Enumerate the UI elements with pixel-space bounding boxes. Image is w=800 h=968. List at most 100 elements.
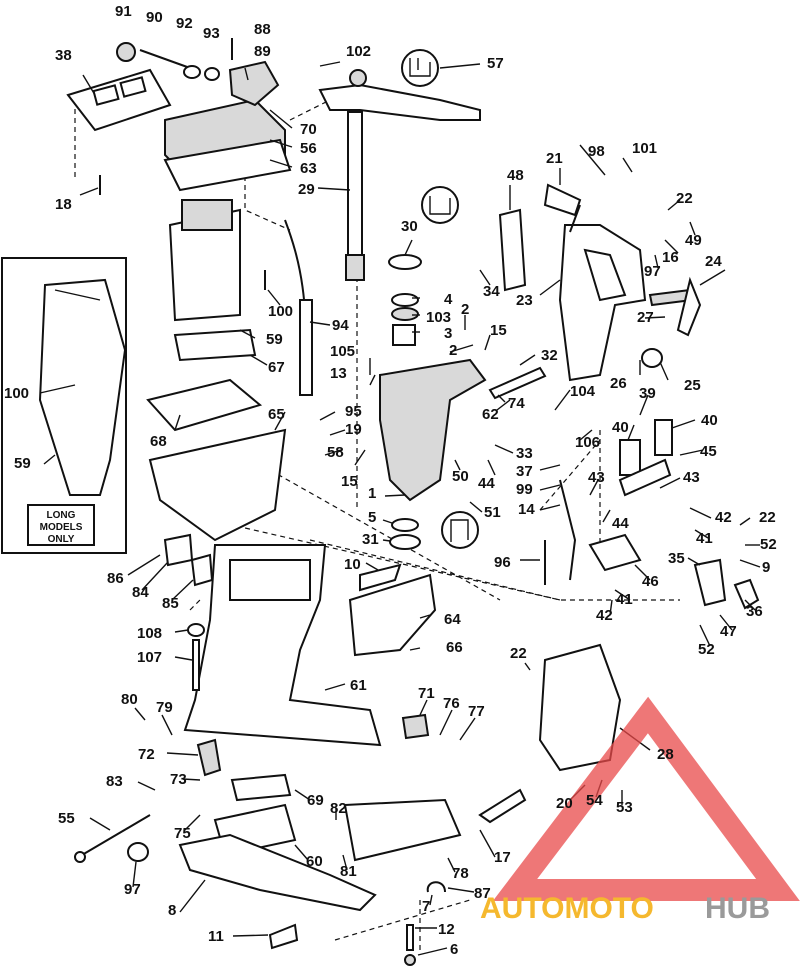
callout-79: 79 xyxy=(156,699,173,716)
callout-94: 94 xyxy=(332,317,349,334)
part-extension-long xyxy=(38,278,127,496)
callout-27: 27 xyxy=(637,309,654,326)
callout-71: 71 xyxy=(418,685,435,702)
callout-53: 53 xyxy=(616,799,633,816)
callout-66: 66 xyxy=(446,639,463,656)
callout-73: 73 xyxy=(170,771,187,788)
callout-55: 55 xyxy=(58,810,75,827)
callout-18: 18 xyxy=(55,196,72,213)
callout-44a: 44 xyxy=(478,475,495,492)
watermark: AUTOMOTO HUB xyxy=(480,696,800,925)
callout-60: 60 xyxy=(306,853,323,870)
part-cavitation-plate-8 xyxy=(178,833,377,912)
callout-40a: 40 xyxy=(701,412,718,429)
callout-43a: 43 xyxy=(588,469,605,486)
callout-98: 98 xyxy=(588,143,605,160)
callout-58: 58 xyxy=(327,444,344,461)
callout-6: 6 xyxy=(450,941,458,958)
callout-72: 72 xyxy=(138,746,155,763)
callout-85: 85 xyxy=(162,595,179,612)
callout-70: 70 xyxy=(300,121,317,138)
callout-46: 46 xyxy=(642,573,659,590)
callout-13: 13 xyxy=(330,365,347,382)
part-plate-68 xyxy=(146,378,263,432)
part-shell-78 xyxy=(343,798,462,862)
callout-65: 65 xyxy=(268,406,285,423)
part-swivel-bracket xyxy=(379,358,487,502)
callout-103: 103 xyxy=(426,309,451,326)
callout-52b: 52 xyxy=(698,641,715,658)
callout-59a: 59 xyxy=(266,331,283,348)
callout-88: 88 xyxy=(254,21,271,38)
callout-81: 81 xyxy=(340,863,357,880)
callout-41a: 41 xyxy=(696,530,713,547)
callout-54: 54 xyxy=(586,792,603,809)
callout-52a: 52 xyxy=(760,536,777,553)
callout-25: 25 xyxy=(684,377,701,394)
callout-48: 48 xyxy=(507,167,524,184)
callout-95: 95 xyxy=(345,403,362,420)
callout-99: 99 xyxy=(516,481,533,498)
callout-76: 76 xyxy=(443,695,460,712)
callout-47: 47 xyxy=(720,623,737,640)
callout-101: 101 xyxy=(632,140,657,157)
callout-75: 75 xyxy=(174,825,191,842)
callout-4: 4 xyxy=(444,291,453,308)
callout-105: 105 xyxy=(330,343,355,360)
callout-87: 87 xyxy=(474,885,491,902)
callout-2b: 2 xyxy=(449,342,457,359)
callout-63: 63 xyxy=(300,160,317,177)
callout-83: 83 xyxy=(106,773,123,790)
callout-42b: 42 xyxy=(596,607,613,624)
callout-19: 19 xyxy=(345,421,362,438)
part-washer-91 xyxy=(116,42,136,62)
callout-106: 106 xyxy=(575,434,600,451)
callout-29: 29 xyxy=(298,181,315,198)
callout-96: 96 xyxy=(494,554,511,571)
callout-86: 86 xyxy=(107,570,124,587)
callout-80: 80 xyxy=(121,691,138,708)
callout-84: 84 xyxy=(132,584,149,601)
callout-23: 23 xyxy=(516,292,533,309)
callout-3: 3 xyxy=(444,325,452,342)
callout-17: 17 xyxy=(494,849,511,866)
callout-22a: 22 xyxy=(676,190,693,207)
callout-35: 35 xyxy=(668,550,685,567)
callout-42a: 42 xyxy=(715,509,732,526)
callout-59b: 59 xyxy=(14,455,31,472)
callout-82: 82 xyxy=(330,800,347,817)
callout-31: 31 xyxy=(362,531,379,548)
callout-67: 67 xyxy=(268,359,285,376)
callout-14: 14 xyxy=(518,501,535,518)
callout-16: 16 xyxy=(662,249,679,266)
callout-22c: 22 xyxy=(510,645,527,662)
inset-note-line2: MODELS xyxy=(40,522,83,533)
callout-28: 28 xyxy=(657,746,674,763)
callout-51: 51 xyxy=(484,504,501,521)
callout-40b: 40 xyxy=(612,419,629,436)
lube-symbol-30 xyxy=(421,186,459,224)
inset-note-line1: LONG xyxy=(47,510,76,521)
callout-30: 30 xyxy=(401,218,418,235)
inset-long-models: LONG MODELS ONLY xyxy=(1,257,127,554)
callout-39: 39 xyxy=(639,385,656,402)
callout-15b: 15 xyxy=(341,473,358,490)
callout-20: 20 xyxy=(556,795,573,812)
callout-57: 57 xyxy=(487,55,504,72)
callout-9: 9 xyxy=(762,559,770,576)
callout-24: 24 xyxy=(705,253,722,270)
callout-5: 5 xyxy=(368,509,376,526)
callout-78: 78 xyxy=(452,865,469,882)
callout-12: 12 xyxy=(438,921,455,938)
callout-92: 92 xyxy=(176,15,193,32)
callout-10: 10 xyxy=(344,556,361,573)
callout-100b: 100 xyxy=(4,385,29,402)
callout-labels: 91 90 92 93 88 89 102 57 38 70 56 63 29 … xyxy=(4,3,777,958)
callout-90: 90 xyxy=(146,9,163,26)
callout-104: 104 xyxy=(570,383,596,400)
callout-38: 38 xyxy=(55,47,72,64)
callout-33: 33 xyxy=(516,445,533,462)
callout-21: 21 xyxy=(546,150,563,167)
callout-43b: 43 xyxy=(683,469,700,486)
